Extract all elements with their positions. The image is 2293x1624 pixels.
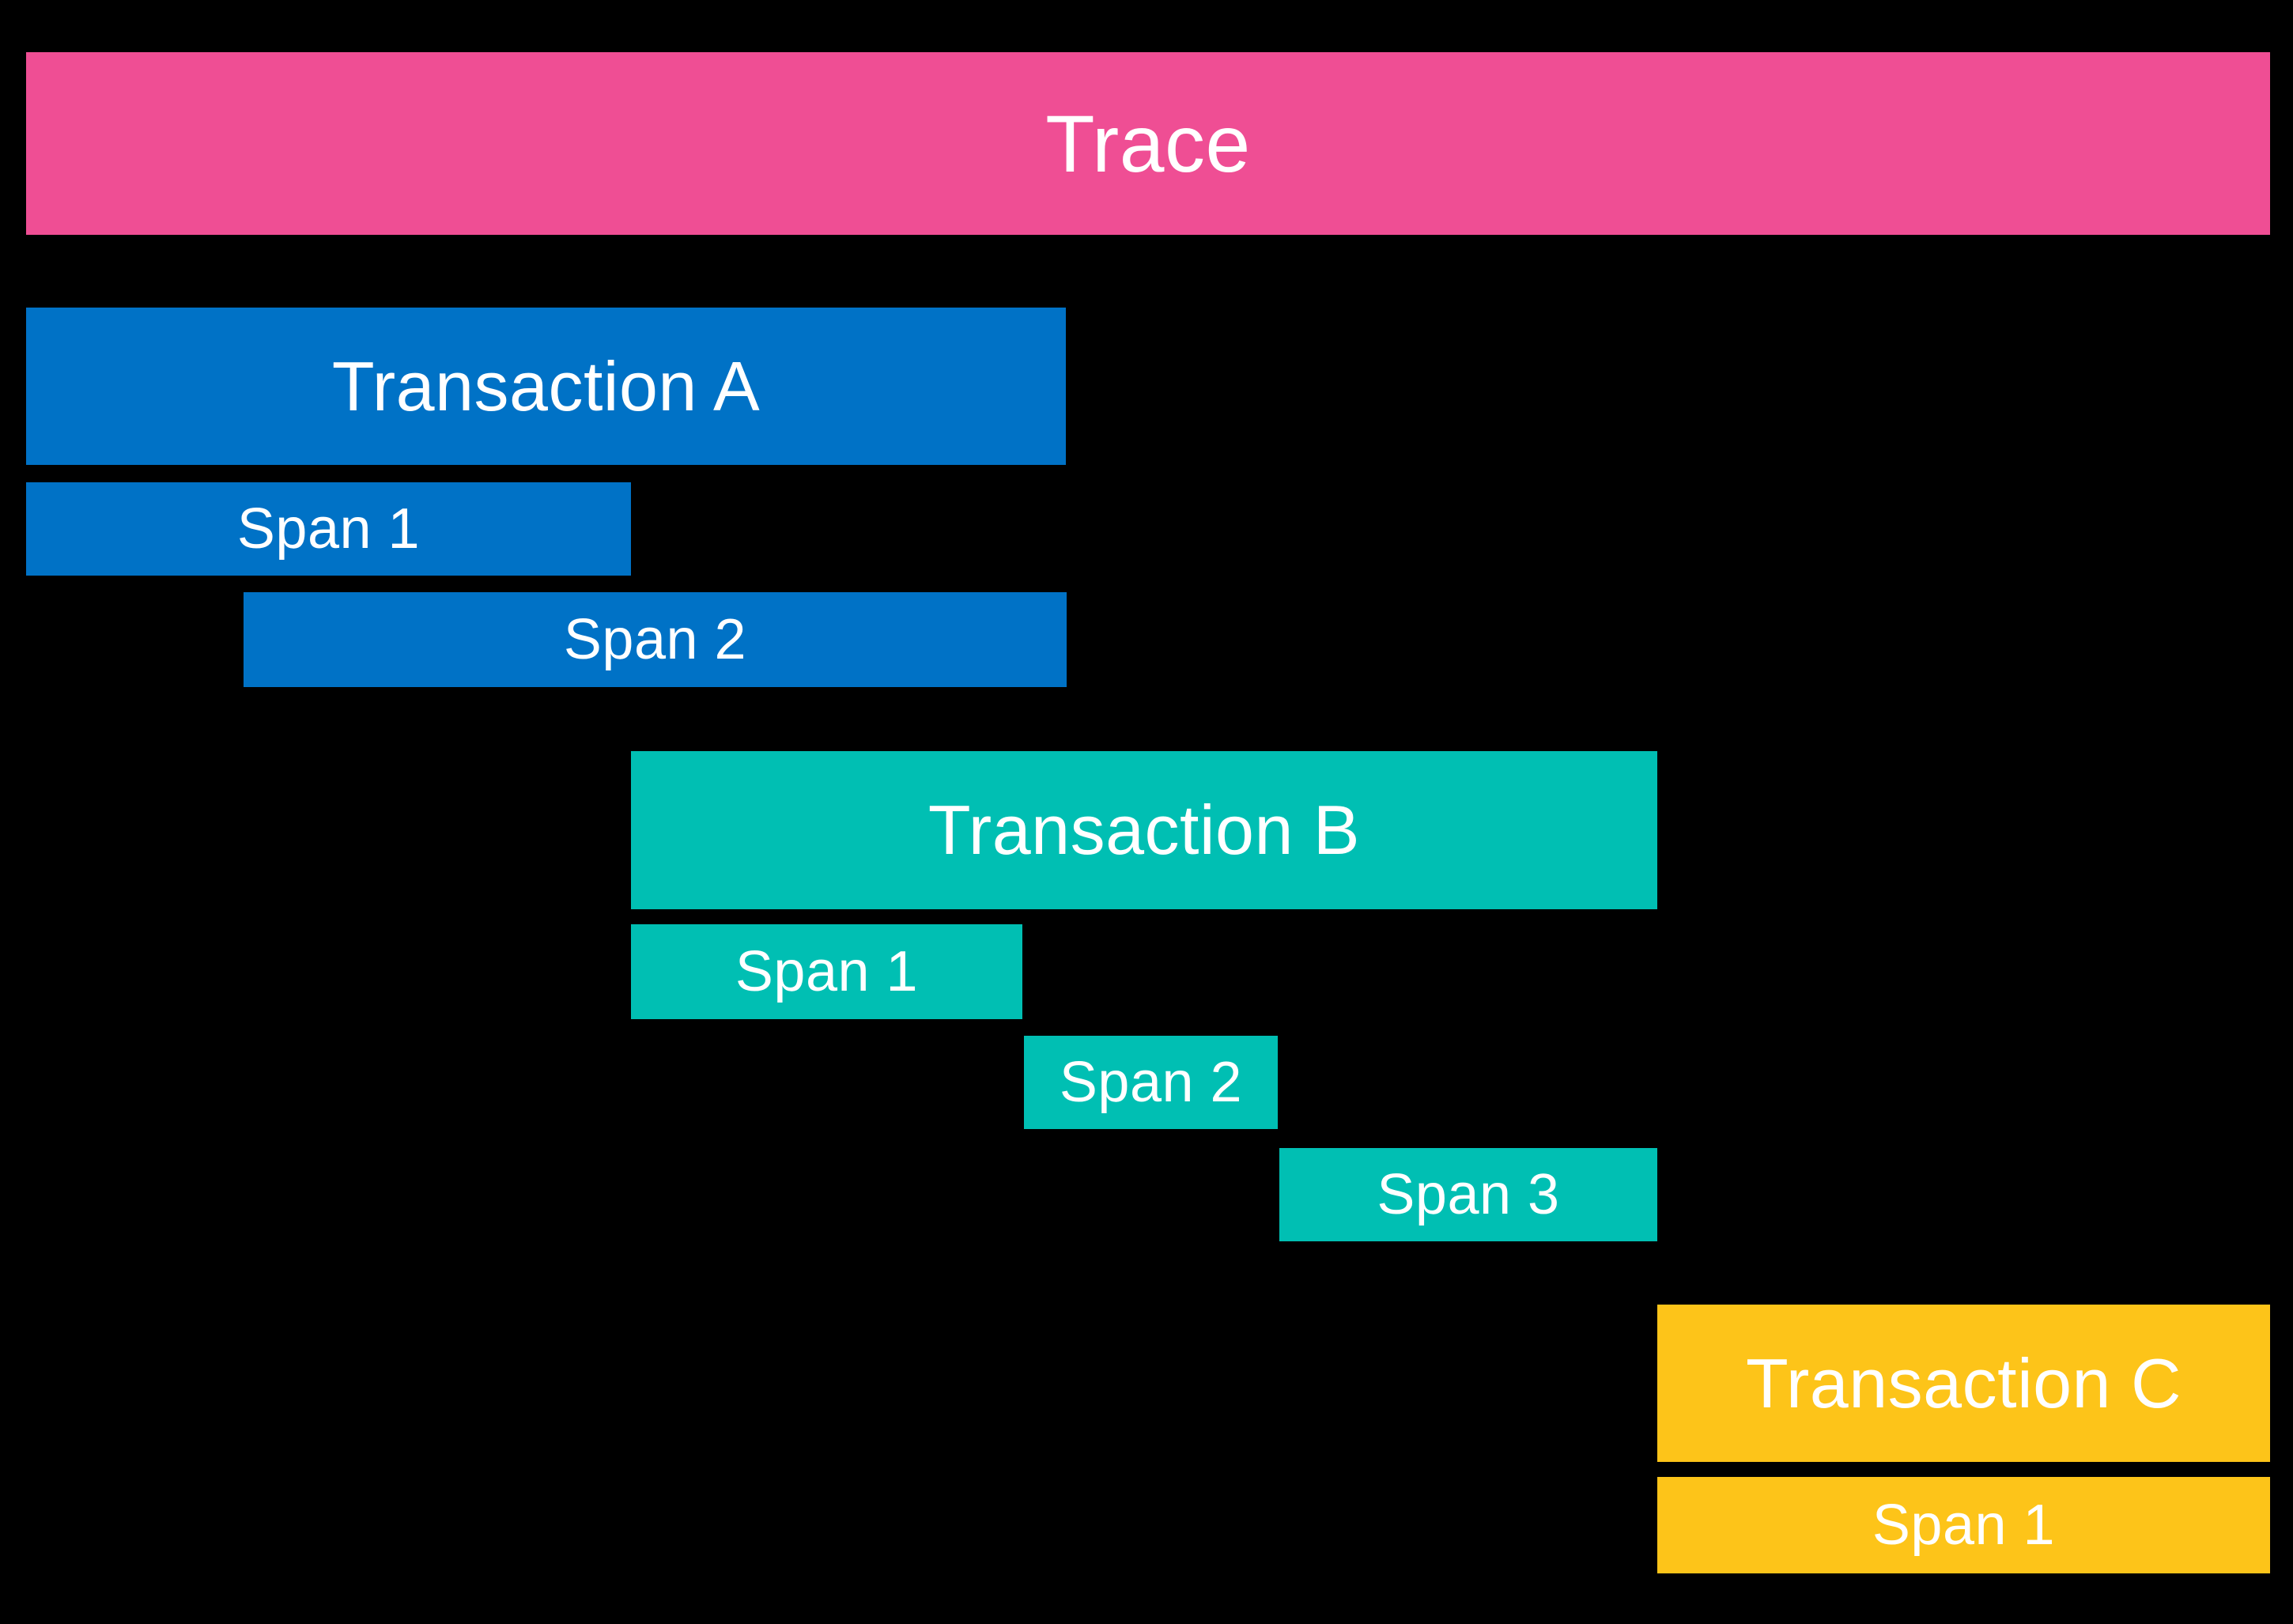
transaction-b-bar-label: Transaction B <box>927 791 1361 869</box>
transaction-b-span-2-bar[interactable]: Span 2 <box>1024 1036 1278 1129</box>
transaction-b-span-1-bar[interactable]: Span 1 <box>631 924 1022 1019</box>
trace-bar[interactable]: Trace <box>26 52 2270 235</box>
transaction-c-bar[interactable]: Transaction C <box>1657 1305 2270 1462</box>
transaction-b-span-1-label: Span 1 <box>735 940 919 1003</box>
transaction-a-span-1-bar[interactable]: Span 1 <box>26 482 631 576</box>
transaction-b-span-3-bar[interactable]: Span 3 <box>1279 1148 1657 1241</box>
transaction-a-span-2-bar[interactable]: Span 2 <box>244 592 1067 687</box>
transaction-b-span-2-label: Span 2 <box>1059 1051 1243 1114</box>
transaction-c-span-1-label: Span 1 <box>1872 1494 2056 1557</box>
transaction-c-span-1-bar[interactable]: Span 1 <box>1657 1477 2270 1573</box>
transaction-a-span-2-label: Span 2 <box>563 608 747 671</box>
trace-bar-label: Trace <box>1045 98 1251 189</box>
transaction-a-bar-label: Transaction A <box>331 346 761 425</box>
transaction-a-span-1-label: Span 1 <box>236 497 421 561</box>
transaction-a-bar[interactable]: Transaction A <box>26 308 1066 465</box>
transaction-b-bar[interactable]: Transaction B <box>631 751 1657 909</box>
transaction-c-bar-label: Transaction C <box>1746 1343 2182 1422</box>
transaction-b-span-3-label: Span 3 <box>1377 1163 1560 1226</box>
